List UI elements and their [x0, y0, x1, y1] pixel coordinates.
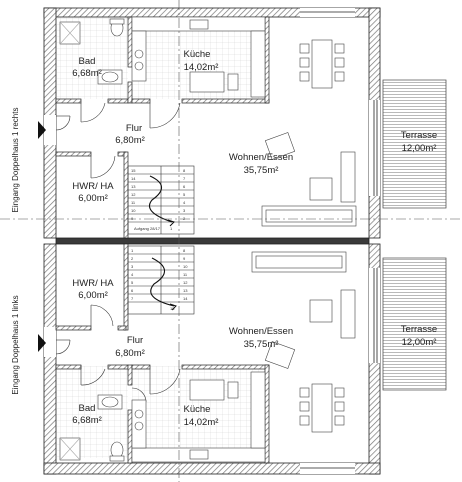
- svg-text:1: 1: [170, 226, 173, 231]
- svg-text:6: 6: [131, 288, 134, 293]
- room-area: 14,02m²: [184, 417, 219, 428]
- svg-text:3: 3: [131, 264, 134, 269]
- stair-lower-steps: 1 2 3 4 5 6 7 8 9 10 11 12 13 14 15: [131, 248, 188, 311]
- svg-text:13: 13: [131, 184, 136, 189]
- room-name: Terrasse: [401, 324, 437, 335]
- room-area: 6,00m²: [78, 193, 108, 204]
- svg-text:5: 5: [183, 192, 186, 197]
- room-area: 6,00m²: [78, 290, 108, 301]
- room-name: Bad: [79, 56, 96, 67]
- room-name: Küche: [184, 49, 211, 60]
- room-name: Küche: [184, 404, 211, 415]
- room-area: 35,75m²: [244, 339, 279, 350]
- svg-text:13: 13: [183, 288, 188, 293]
- room-name: Wohnen/Essen: [229, 326, 293, 337]
- svg-text:15: 15: [131, 168, 136, 173]
- svg-text:9: 9: [183, 256, 186, 261]
- svg-text:4: 4: [131, 272, 134, 277]
- svg-text:12: 12: [131, 192, 136, 197]
- svg-text:15: 15: [170, 306, 175, 311]
- svg-text:2: 2: [131, 256, 134, 261]
- room-name: Wohnen/Essen: [229, 152, 293, 163]
- room-labels-lower: HWR/ HA 6,00m² Flur 6,80m² Wohnen/Essen …: [72, 278, 437, 428]
- svg-text:7: 7: [131, 296, 134, 301]
- svg-text:12: 12: [183, 280, 188, 285]
- svg-text:2: 2: [183, 216, 186, 221]
- svg-text:11: 11: [183, 272, 188, 277]
- room-name: Flur: [126, 123, 142, 134]
- svg-text:4: 4: [183, 200, 186, 205]
- svg-text:14: 14: [183, 296, 188, 301]
- room-name: HWR/ HA: [72, 278, 114, 289]
- room-name: Flur: [127, 335, 143, 346]
- svg-text:11: 11: [131, 200, 136, 205]
- svg-text:9: 9: [131, 216, 134, 221]
- room-labels-upper: Bad 6,68m² Küche 14,02m² Flur 6,80m² HWR…: [72, 49, 437, 204]
- svg-text:10: 10: [131, 208, 136, 213]
- room-area: 6,68m²: [72, 415, 102, 426]
- stair-upper-steps: 15 14 13 12 11 10 9 8 7 6 5 4 3 2 1 Aufg…: [131, 168, 186, 231]
- room-name: Bad: [79, 403, 96, 414]
- svg-text:6: 6: [183, 184, 186, 189]
- entrance-label-upper: Eingang Doppelhaus 1 rechts: [11, 108, 20, 213]
- entrance-arrow-lower: [38, 334, 46, 352]
- room-area: 35,75m²: [244, 165, 279, 176]
- svg-text:3: 3: [183, 208, 186, 213]
- stair-upper: [127, 165, 195, 235]
- outer-walls: [43, 7, 381, 475]
- fixtures-upper: [59, 16, 357, 227]
- room-area: 6,80m²: [115, 348, 145, 359]
- svg-text:5: 5: [131, 280, 134, 285]
- fixtures-lower: [59, 251, 356, 463]
- stair-lower: [127, 245, 195, 315]
- room-name: HWR/ HA: [72, 181, 114, 192]
- room-area: 12,00m²: [402, 143, 437, 154]
- stair-note: Aufgang 28/17: [134, 226, 161, 231]
- entrance-label-lower: Eingang Doppelhaus 1 links: [11, 295, 20, 394]
- svg-text:8: 8: [183, 168, 186, 173]
- room-area: 6,80m²: [115, 135, 145, 146]
- room-name: Terrasse: [401, 130, 437, 141]
- room-area: 6,68m²: [72, 68, 102, 79]
- terrace-decks: [382, 79, 447, 391]
- room-area: 12,00m²: [402, 337, 437, 348]
- svg-text:7: 7: [183, 176, 186, 181]
- svg-text:8: 8: [183, 248, 186, 253]
- svg-text:10: 10: [183, 264, 188, 269]
- svg-text:1: 1: [131, 248, 134, 253]
- svg-text:14: 14: [131, 176, 136, 181]
- room-area: 14,02m²: [184, 62, 219, 73]
- entrance-arrow-upper: [38, 121, 46, 139]
